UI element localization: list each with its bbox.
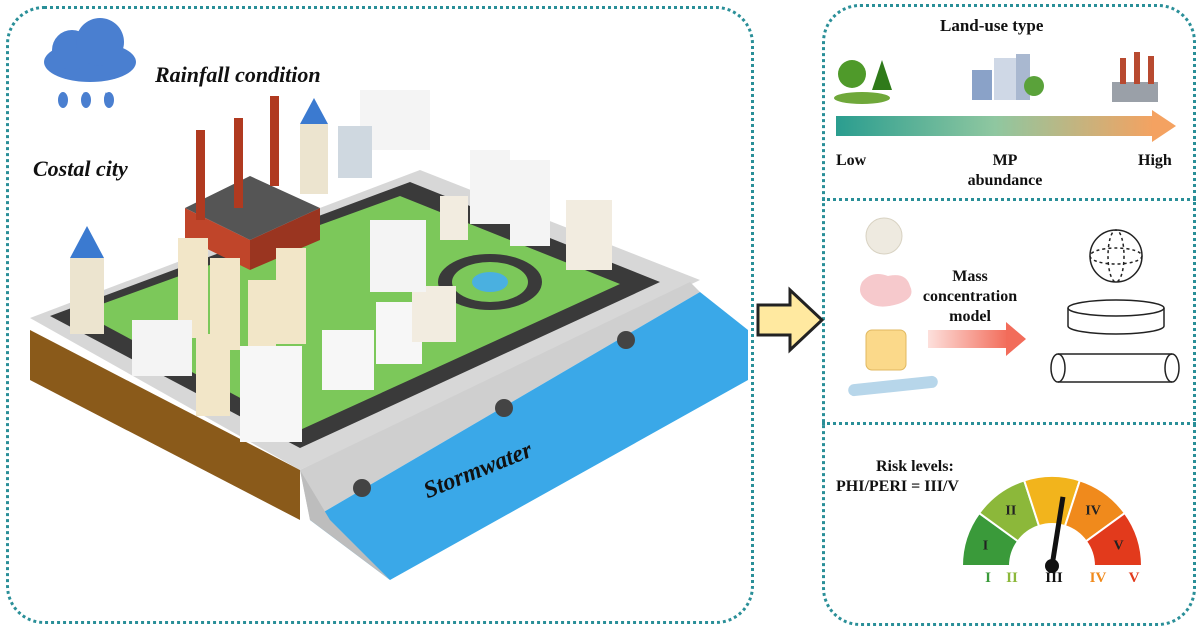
divider-top [822, 198, 1196, 201]
city-panel [6, 6, 754, 624]
rain-cloud-icon [44, 18, 136, 108]
model-line2: concentration [922, 288, 1018, 305]
model-line1: Mass [952, 268, 988, 285]
scale-label-I: I [985, 570, 991, 586]
scale-label-IV: IV [1089, 570, 1107, 586]
high-label: High [1138, 152, 1172, 169]
city-label: Costal city [33, 156, 128, 181]
risk-title: Risk levels: [876, 458, 954, 475]
model-line3: model [949, 308, 991, 325]
risk-value: PHI/PERI = III/V [836, 478, 959, 495]
factory-building [185, 96, 320, 270]
abundance-label: abundance [967, 172, 1043, 189]
rainfall-label: Rainfall condition [155, 62, 321, 87]
scale-label-V: V [1128, 570, 1140, 586]
outfall-pipes [353, 331, 635, 497]
low-label: Low [836, 152, 867, 169]
roundabout [438, 254, 542, 310]
mp-label: MP [992, 152, 1018, 169]
landuse-title: Land-use type [940, 16, 1044, 35]
scale-label-II: II [1006, 570, 1018, 586]
scale-label-III: III [1045, 570, 1063, 586]
divider-bottom [822, 422, 1196, 425]
city-buildings [70, 90, 612, 442]
coastal-city-illustration [30, 18, 748, 580]
